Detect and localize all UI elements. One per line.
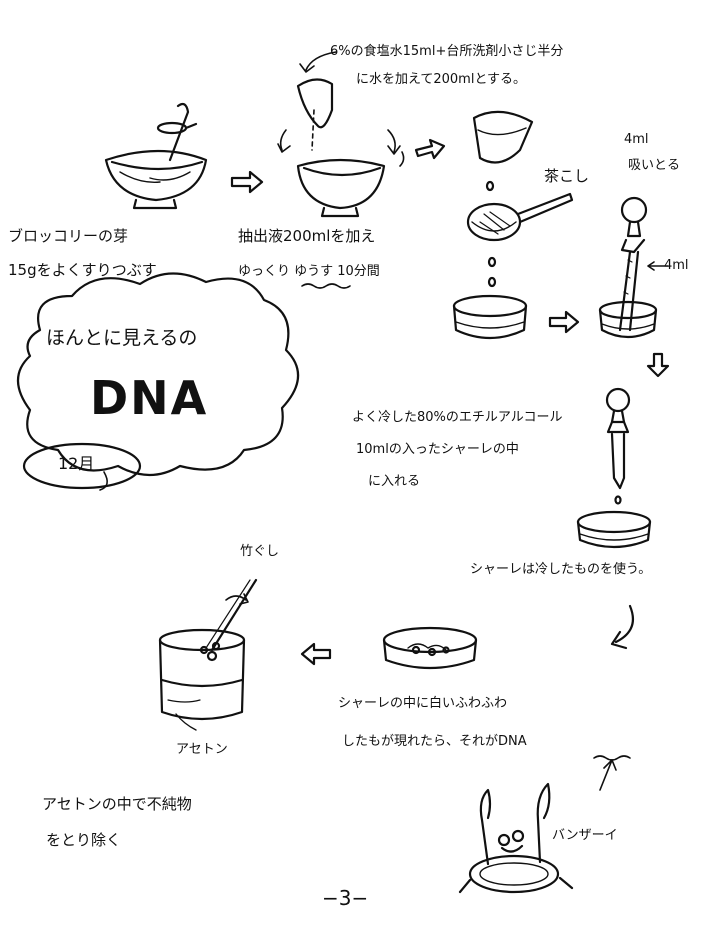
strainer-label: 茶こし bbox=[544, 167, 590, 185]
swirl-arrows-icon bbox=[277, 129, 405, 167]
arrow-right-icon bbox=[230, 170, 264, 194]
underline-squiggle bbox=[301, 283, 351, 289]
step-broccoli-line1: ブロッコリーの芽 bbox=[8, 227, 129, 245]
step-saline-line2: に水を加えて200mlとする。 bbox=[356, 72, 527, 87]
step-acetone-line1: アセトンの中で不純物 bbox=[42, 795, 192, 813]
step-broccoli-line2: 15gをよくすりつぶす bbox=[8, 261, 157, 279]
step-ethanol-line2: 10mlの入ったシャーレの中 bbox=[356, 442, 519, 457]
page-number: −3− bbox=[322, 886, 369, 910]
curve-arrow-icon bbox=[610, 604, 634, 650]
bowl-icon bbox=[296, 158, 386, 218]
cloud-frame bbox=[17, 272, 300, 476]
curve-arrow-icon bbox=[299, 51, 337, 73]
cold-dish-note: シャーレは冷したものを使う。 bbox=[470, 562, 652, 577]
dropper-icon bbox=[605, 387, 631, 505]
pipette-mark-label: 4ml bbox=[664, 258, 689, 273]
step-ethanol-line3: に入れる bbox=[368, 474, 421, 489]
title-line1: ほんとに見えるの bbox=[46, 327, 198, 349]
petri-dish-icon bbox=[576, 510, 652, 549]
mortar-icon bbox=[104, 149, 208, 210]
acetone-label: アセトン bbox=[176, 742, 228, 757]
pipette-icon bbox=[618, 196, 669, 332]
arrow-right-icon bbox=[548, 310, 580, 334]
suck-label-line2: 吸いとる bbox=[628, 158, 681, 173]
pouring-cup-icon bbox=[296, 78, 334, 151]
month-oval bbox=[22, 442, 142, 491]
skewer-icon bbox=[199, 578, 258, 662]
dna-appears-line1: シャーレの中に白いふわふわ bbox=[338, 696, 508, 711]
step-extract-line1: 抽出液200mlを加え bbox=[238, 227, 376, 245]
arrow-left-icon bbox=[300, 642, 332, 666]
petri-dish-icon bbox=[598, 300, 658, 339]
arrow-down-icon bbox=[646, 352, 670, 378]
step-extract-line2: ゆっくり ゆうす 10分間 bbox=[238, 264, 380, 279]
beaker-icon bbox=[158, 628, 246, 721]
skewer-label: 竹ぐし bbox=[240, 544, 280, 559]
petri-dish-icon bbox=[382, 626, 478, 670]
pestle-icon bbox=[156, 102, 198, 162]
petri-dish-icon bbox=[452, 294, 528, 340]
suck-label-line1: 4ml bbox=[624, 132, 649, 147]
cheering-bug-icon bbox=[458, 782, 574, 894]
title-month: 12月 bbox=[58, 454, 95, 473]
tilted-beaker-icon bbox=[472, 110, 534, 192]
title-dna: DNA bbox=[90, 371, 209, 425]
banzai-label: バンザーイ bbox=[552, 828, 618, 843]
step-saline-line1: 6%の食塩水15ml+台所洗剤小さじ半分 bbox=[330, 44, 564, 59]
step-ethanol-line1: よく冷した80%のエチルアルコール bbox=[352, 410, 563, 425]
arrow-right-icon bbox=[414, 138, 446, 160]
step-acetone-line2: をとり除く bbox=[46, 831, 122, 849]
dna-appears-line2: したもが現れたら、それがDNA bbox=[342, 734, 527, 749]
tea-strainer-icon bbox=[466, 192, 574, 288]
